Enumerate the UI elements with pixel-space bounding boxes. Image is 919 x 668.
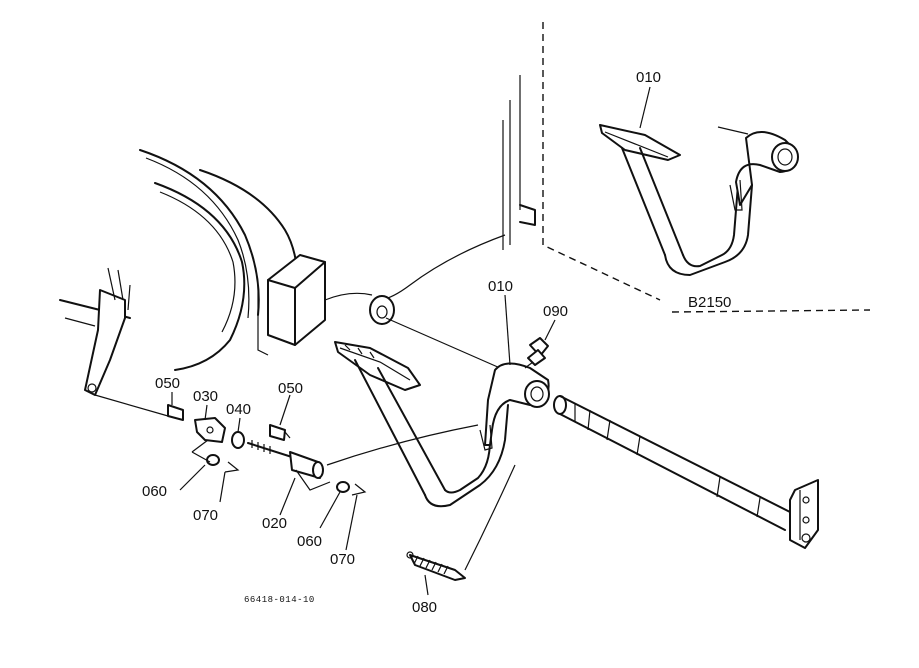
callout-040: 040 [226,401,251,418]
callout-060-right: 060 [297,533,322,550]
callout-060-left: 060 [142,483,167,500]
drawing-code: 66418-014-10 [244,595,315,605]
callout-070-left: 070 [193,507,218,524]
callout-030: 030 [193,388,218,405]
cross-shaft-drawing [553,395,819,549]
grease-fitting-drawing [524,337,549,369]
inset-pedal-drawing [599,124,799,276]
return-spring-drawing [406,464,516,581]
callout-050-left: 050 [155,375,180,392]
main-pedal-drawing [334,341,550,508]
callout-010-main: 010 [488,278,513,295]
callout-010-inset: 010 [636,69,661,86]
inset-boundary [542,22,871,313]
callout-050-right: 050 [278,380,303,397]
callout-070-right: 070 [330,551,355,568]
linkage-drawing [94,394,479,496]
variant-label: B2150 [688,294,731,311]
callout-090: 090 [543,303,568,320]
callout-080: 080 [412,599,437,616]
callout-020: 020 [262,515,287,532]
tractor-body [59,75,536,396]
leader-lines [171,86,651,596]
